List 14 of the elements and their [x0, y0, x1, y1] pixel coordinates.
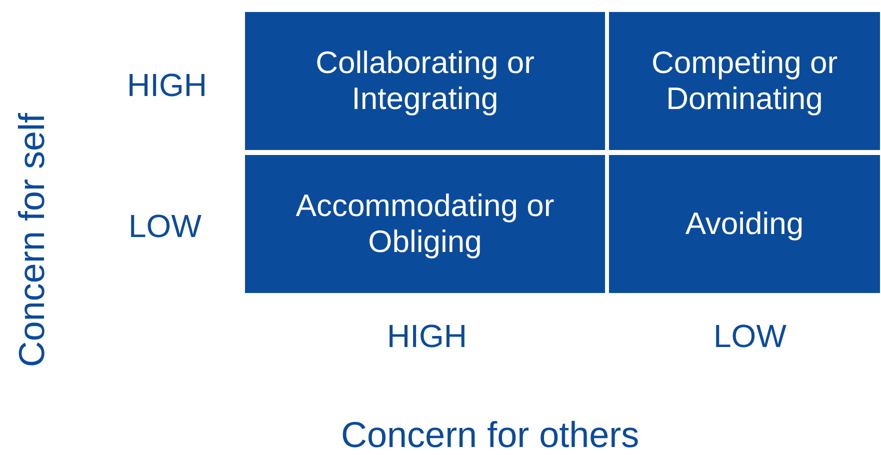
column-label: LOW: [714, 318, 786, 354]
axis-title: Concern for others: [341, 414, 640, 455]
cell-text: Competing or Dominating: [650, 45, 839, 117]
matrix-cell: [245, 155, 605, 293]
axis-title: Concern for self: [11, 113, 53, 368]
cell-text: Accommodating or Obliging: [294, 188, 556, 260]
cell-text: Avoiding: [685, 206, 804, 242]
row-label: HIGH: [127, 66, 207, 104]
column-label: HIGH: [387, 318, 467, 354]
row-label: LOW: [128, 208, 202, 244]
matrix-cell: [609, 155, 880, 293]
cell-text: Collaborating or Integrating: [314, 45, 536, 117]
matrix-cell: [609, 12, 880, 150]
matrix-cell: [245, 12, 605, 150]
